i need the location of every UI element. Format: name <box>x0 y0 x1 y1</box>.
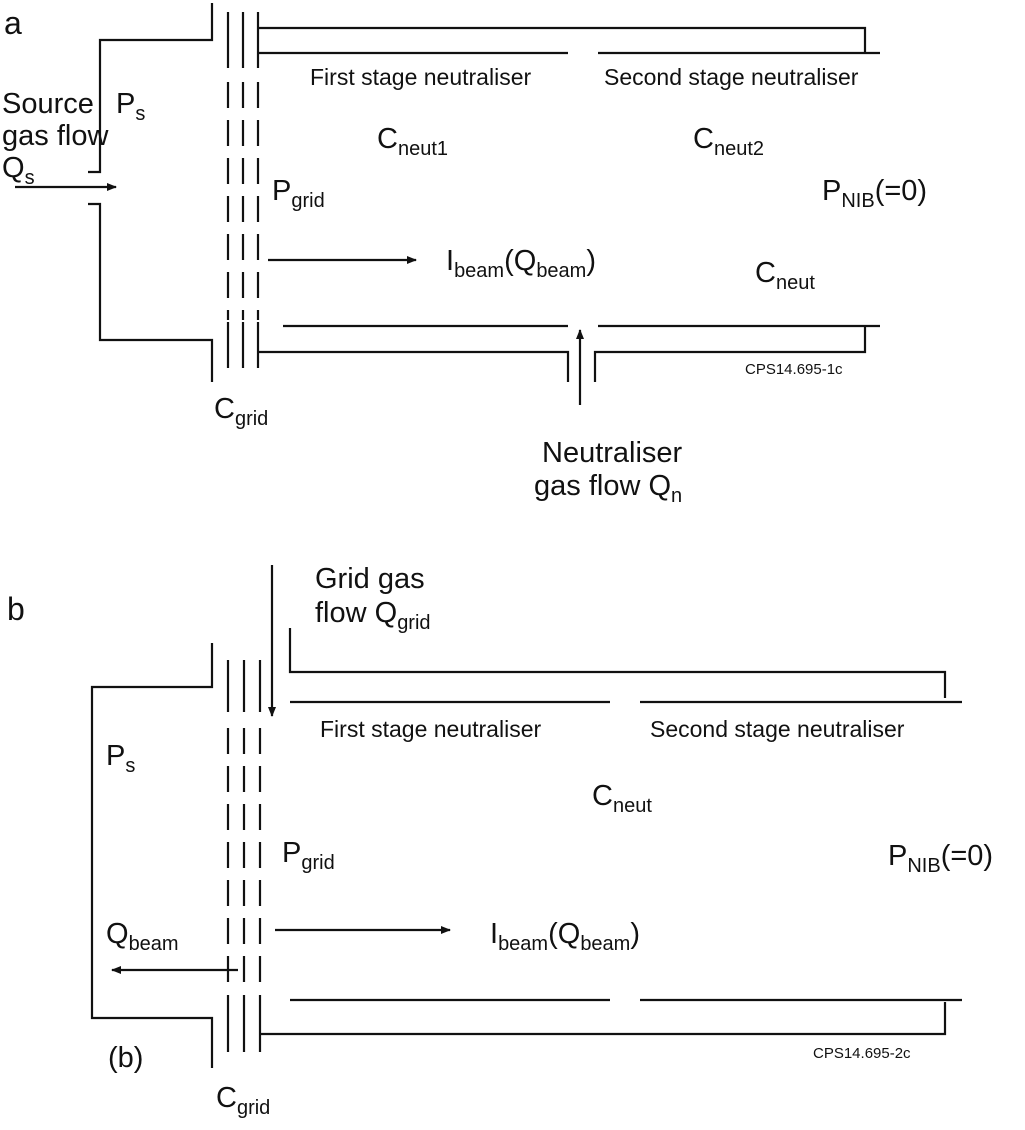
panel-b-q-beam-label: Qbeam <box>106 918 179 955</box>
panel-b-first-stage-label: First stage neutraliser <box>320 716 541 742</box>
panel-a-label: a <box>4 5 22 41</box>
panel-a-p-grid-label: Pgrid <box>272 175 325 212</box>
svg-text:gas flow: gas flow <box>2 120 109 152</box>
panel-b-neutraliser-outer-bottom-wall <box>260 1002 947 1036</box>
panel-a: a Source gas flow Qs <box>2 3 927 507</box>
svg-text:flow Qgrid: flow Qgrid <box>315 597 431 634</box>
svg-text:gas flow Qn: gas flow Qn <box>534 470 682 507</box>
panel-b-source-chamber-wall <box>90 643 214 1068</box>
panel-a-c-neut-label: Cneut <box>755 257 815 294</box>
panel-a-neutraliser-outer-bottom-wall-right <box>593 327 867 382</box>
panel-a-source-chamber-top-wall <box>88 3 214 174</box>
panel-b-c-grid-label: Cgrid <box>216 1082 270 1119</box>
panel-a-source-gas-flow-label: Source gas flow Qs <box>2 88 109 189</box>
panel-b-figure-code: CPS14.695-2c <box>813 1045 911 1062</box>
svg-text:Grid gas: Grid gas <box>315 563 425 595</box>
panel-a-p-nib-label: PNIB(=0) <box>822 175 927 212</box>
panel-a-ps-label: Ps <box>116 88 145 125</box>
panel-b-p-nib-label: PNIB(=0) <box>888 840 993 877</box>
panel-a-neutraliser-outer-top-wall <box>258 26 867 52</box>
panel-a-first-stage-label: First stage neutraliser <box>310 64 531 90</box>
panel-b-c-neut-label: Cneut <box>592 780 652 817</box>
panel-a-figure-code: CPS14.695-1c <box>745 361 843 378</box>
svg-text:Source: Source <box>2 88 94 120</box>
panel-a-source-chamber-bottom-wall <box>88 202 214 382</box>
panel-b-ps-label: Ps <box>106 740 135 777</box>
panel-a-neutraliser-gas-flow-label: Neutraliser gas flow Qn <box>534 437 683 507</box>
panel-b-second-stage-label: Second stage neutraliser <box>650 716 905 742</box>
panel-b-label: b <box>7 591 25 627</box>
panel-a-second-stage-label: Second stage neutraliser <box>604 64 859 90</box>
panel-b-neutraliser-outer-top-wall <box>288 628 947 698</box>
panel-b-grid-gas-flow-label: Grid gas flow Qgrid <box>315 563 431 634</box>
panel-b-i-beam-label: Ibeam(Qbeam) <box>490 918 640 955</box>
panel-b-paren-label: (b) <box>108 1042 143 1074</box>
panel-a-i-beam-label: Ibeam(Qbeam) <box>446 245 596 282</box>
panel-a-grid-plates <box>226 12 260 368</box>
panel-b: b Grid gas flow Qgrid <box>7 563 993 1119</box>
panel-b-p-grid-label: Pgrid <box>282 837 335 874</box>
svg-text:Neutraliser: Neutraliser <box>542 437 683 469</box>
panel-a-neutraliser-outer-bottom-wall-left <box>258 350 570 382</box>
svg-text:Qs: Qs <box>2 152 35 189</box>
panel-a-c-grid-label: Cgrid <box>214 393 268 430</box>
panel-b-grid-plates <box>226 660 262 1052</box>
panel-a-c-neut1-label: Cneut1 <box>377 123 448 160</box>
panel-a-c-neut2-label: Cneut2 <box>693 123 764 160</box>
